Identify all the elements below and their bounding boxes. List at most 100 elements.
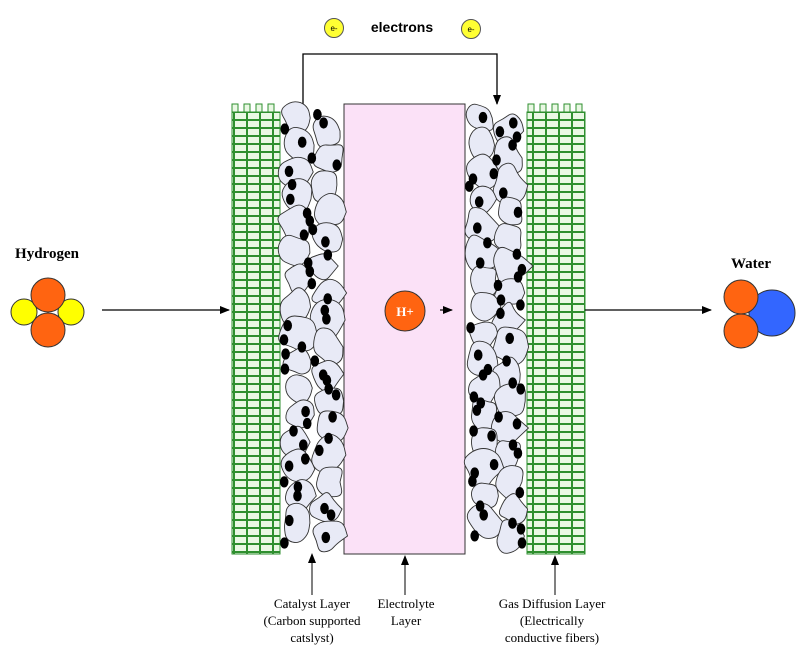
carbon-particle bbox=[468, 475, 477, 487]
carbon-particle bbox=[322, 374, 332, 386]
carbon-particle bbox=[515, 487, 525, 499]
carbon-particle bbox=[502, 355, 511, 367]
carbon-particle bbox=[293, 481, 303, 493]
carbon-particle bbox=[466, 322, 475, 334]
svg-text:e-: e- bbox=[330, 24, 337, 33]
electron-left-icon: e- bbox=[324, 18, 344, 38]
catalyst-label-line1: Catalyst Layer bbox=[274, 596, 351, 611]
carbon-particle bbox=[487, 430, 496, 442]
carbon-particle bbox=[489, 459, 499, 471]
carbon-particle bbox=[478, 369, 488, 381]
carbon-particle bbox=[508, 517, 517, 529]
catalyst-support-blob bbox=[308, 253, 339, 281]
carbon-particle bbox=[321, 531, 331, 544]
catalyst-label-line3: catslyst) bbox=[290, 630, 333, 645]
carbon-particle bbox=[474, 196, 484, 208]
carbon-particle bbox=[492, 154, 501, 166]
carbon-particle bbox=[465, 180, 474, 192]
carbon-particle bbox=[285, 514, 294, 527]
carbon-particle bbox=[315, 444, 324, 456]
carbon-particle bbox=[301, 453, 310, 465]
carbon-particle bbox=[513, 447, 523, 459]
carbon-particle bbox=[475, 257, 485, 269]
carbon-particle bbox=[469, 391, 479, 403]
carbon-particle bbox=[313, 109, 322, 121]
carbon-particle bbox=[512, 248, 522, 260]
catalyst-support-blob bbox=[316, 466, 343, 498]
carbon-particle bbox=[470, 530, 480, 542]
carbon-particle bbox=[299, 229, 309, 241]
water-label: Water bbox=[731, 256, 771, 272]
electrolyte-label-line1: Electrolyte bbox=[377, 596, 434, 611]
carbon-particle bbox=[289, 425, 298, 437]
carbon-particle bbox=[307, 278, 317, 290]
carbon-particle bbox=[517, 537, 527, 549]
carbon-particle bbox=[513, 271, 523, 283]
carbon-particle bbox=[495, 126, 505, 138]
catalyst-support-blob bbox=[285, 374, 313, 405]
catalyst-support-blob bbox=[466, 503, 505, 539]
hydrogen-label: Hydrogen bbox=[15, 246, 80, 262]
catalyst-support-blob bbox=[316, 410, 349, 444]
carbon-particle bbox=[320, 304, 330, 316]
catalyst-support-blob bbox=[312, 520, 349, 553]
carbon-particle bbox=[508, 139, 517, 151]
catalyst-support-blob bbox=[284, 502, 311, 543]
carbon-particle bbox=[307, 152, 317, 164]
carbon-particle bbox=[493, 279, 503, 291]
catalyst-support-blob bbox=[314, 193, 347, 227]
carbon-particle bbox=[280, 123, 290, 135]
carbon-particle bbox=[279, 334, 289, 346]
catalyst-support-blob bbox=[468, 126, 495, 161]
carbon-particle bbox=[508, 439, 518, 451]
electron-right-icon: e- bbox=[461, 19, 481, 39]
water-molecule-icon bbox=[723, 279, 796, 349]
svg-text:e-: e- bbox=[467, 25, 474, 34]
catalyst-support-blob bbox=[284, 263, 313, 295]
gas-diffusion-layer-left bbox=[231, 103, 281, 555]
carbon-particle bbox=[512, 418, 522, 430]
carbon-particle bbox=[320, 502, 329, 515]
carbon-particle bbox=[319, 117, 328, 129]
carbon-particle bbox=[516, 299, 525, 311]
carbon-particle bbox=[280, 363, 290, 375]
carbon-particle bbox=[326, 509, 336, 521]
carbon-particle bbox=[297, 341, 307, 353]
catalyst-layer-left bbox=[277, 101, 349, 553]
carbon-particle bbox=[489, 168, 499, 180]
carbon-particle bbox=[308, 224, 318, 236]
catalyst-layer-right bbox=[463, 103, 534, 554]
carbon-particle bbox=[473, 222, 482, 234]
gdl-label-line1: Gas Diffusion Layer bbox=[499, 596, 606, 611]
catalyst-support-blob bbox=[493, 223, 522, 255]
catalyst-support-blob bbox=[311, 433, 347, 473]
catalyst-support-blob bbox=[313, 327, 344, 366]
carbon-particle bbox=[323, 249, 333, 261]
electron-circuit bbox=[302, 53, 501, 106]
carbon-particle bbox=[303, 257, 313, 269]
carbon-particle bbox=[479, 509, 489, 521]
carbon-particle bbox=[328, 411, 337, 423]
carbon-particle bbox=[331, 389, 341, 401]
gdl-label-line3: conductive fibers) bbox=[505, 630, 599, 645]
carbon-particle bbox=[323, 293, 333, 305]
carbon-particle bbox=[516, 523, 526, 535]
carbon-particle bbox=[305, 215, 315, 227]
carbon-particle bbox=[496, 294, 506, 306]
carbon-particle bbox=[284, 460, 294, 472]
carbon-particle bbox=[472, 404, 482, 416]
carbon-particle bbox=[287, 179, 297, 191]
svg-text:H+: H+ bbox=[396, 304, 414, 319]
carbon-particle bbox=[499, 187, 508, 199]
hydrogen-ion-icon: H+ bbox=[384, 290, 426, 332]
catalyst-support-blob bbox=[469, 185, 498, 214]
carbon-particle bbox=[475, 500, 485, 512]
carbon-particle bbox=[281, 348, 290, 360]
carbon-particle bbox=[469, 425, 478, 437]
carbon-particle bbox=[299, 439, 308, 451]
carbon-particle bbox=[284, 165, 294, 177]
carbon-particle bbox=[483, 237, 492, 249]
carbon-particle bbox=[473, 349, 483, 361]
catalyst-label-line2: (Carbon supported bbox=[263, 613, 361, 628]
